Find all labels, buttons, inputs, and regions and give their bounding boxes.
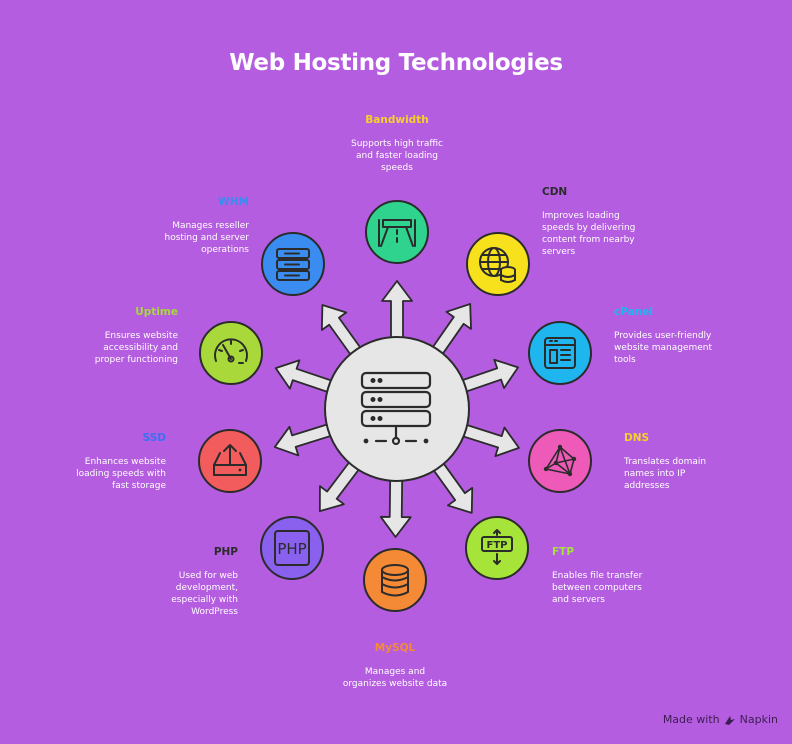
label-ssd: SSD xyxy=(142,432,166,444)
node-bandwidth xyxy=(365,200,429,264)
globe-database-icon xyxy=(479,247,516,283)
label-ftp: FTP xyxy=(552,546,575,558)
node-dns xyxy=(528,429,592,493)
description-php: Used for web development, especially wit… xyxy=(171,571,238,617)
napkin-branding[interactable]: Made with Napkin xyxy=(663,713,778,726)
description-cdn: Improves loading speeds by delivering co… xyxy=(542,211,636,257)
node-cdn xyxy=(466,232,530,296)
network-icon xyxy=(543,444,577,477)
central-hub xyxy=(324,336,470,482)
php-icon: PHP xyxy=(274,530,310,566)
description-dns: Translates domain names into IP addresse… xyxy=(624,457,707,491)
napkin-brand-text: Napkin xyxy=(739,713,778,726)
description-cpanel: Provides user-friendly website managemen… xyxy=(614,331,713,365)
description-ssd: Enhances website loading speeds with fas… xyxy=(76,457,166,491)
made-with-text: Made with xyxy=(662,713,720,726)
ftp-icon: FTP xyxy=(481,529,513,565)
server-stack-icon xyxy=(276,248,310,281)
drive-upload-icon xyxy=(213,444,247,476)
node-whm xyxy=(261,232,325,296)
description-uptime: Ensures website accessibility and proper… xyxy=(94,331,178,365)
description-bandwidth: Supports high traffic and faster loading… xyxy=(350,139,443,173)
node-php: PHP xyxy=(260,516,324,580)
label-cdn: CDN xyxy=(542,186,568,198)
node-ftp: FTP xyxy=(465,516,529,580)
label-uptime: Uptime xyxy=(135,306,178,318)
database-icon xyxy=(381,564,409,597)
page-title: Web Hosting Technologies xyxy=(229,50,563,76)
napkin-logo-icon xyxy=(724,715,735,725)
description-mysql: Manages and organizes website data xyxy=(342,667,448,689)
nodes-group: FTP PHP xyxy=(198,200,592,612)
highway-icon xyxy=(378,219,416,247)
label-bandwidth: Bandwidth xyxy=(365,114,429,126)
svg-text:FTP: FTP xyxy=(487,540,508,551)
node-uptime xyxy=(199,321,263,385)
node-mysql xyxy=(363,548,427,612)
node-ssd xyxy=(198,429,262,493)
label-cpanel: cPanel xyxy=(614,306,653,318)
server-stack-icon xyxy=(360,371,432,446)
label-php: PHP xyxy=(213,546,238,558)
label-whm: WHM xyxy=(218,196,249,208)
control-panel-icon xyxy=(544,337,576,369)
speedometer-icon xyxy=(214,338,248,364)
description-ftp: Enables file transfer between computers … xyxy=(552,571,643,605)
label-dns: DNS xyxy=(624,432,650,444)
svg-text:PHP: PHP xyxy=(277,540,306,558)
node-cpanel xyxy=(528,321,592,385)
description-whm: Manages reseller hosting and server oper… xyxy=(164,221,250,255)
label-mysql: MySQL xyxy=(374,642,416,654)
